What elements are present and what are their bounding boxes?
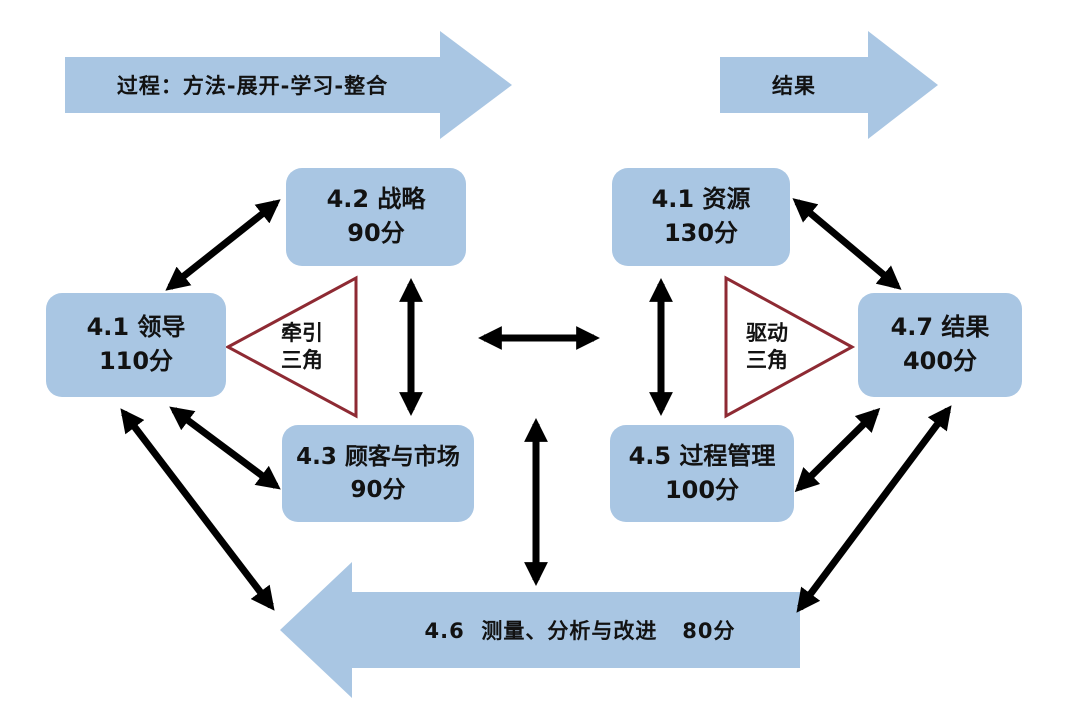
process-banner-label: 过程：方法-展开-学习-整合 <box>116 74 389 98</box>
process-banner-arrow <box>65 31 512 139</box>
process-management-box: 4.5 过程管理 100分 <box>610 425 794 522</box>
results-box-title: 4.7 结果 <box>890 313 990 342</box>
customers-market-box-title: 4.3 顾客与市场 <box>296 444 460 471</box>
driving-triangle-label: 驱动 三角 <box>736 311 798 383</box>
measurement-banner-arrow <box>280 562 800 698</box>
leadership-box: 4.1 领导 110分 <box>46 293 226 397</box>
traction-triangle-label-line1: 牵引 <box>281 320 323 345</box>
arrow-leadership-strategy <box>165 199 281 291</box>
strategy-box: 4.2 战略 90分 <box>286 168 466 266</box>
process-management-box-score: 100分 <box>664 475 740 504</box>
resources-box-score: 130分 <box>663 219 739 247</box>
results-box: 4.7 结果 400分 <box>858 293 1022 397</box>
resources-box-title: 4.1 资源 <box>651 185 751 214</box>
arrow-process-results <box>794 407 881 493</box>
results-box-score: 400分 <box>902 347 978 375</box>
driving-triangle-label-line2: 三角 <box>746 348 788 372</box>
arrow-results-measurement <box>796 405 952 613</box>
strategy-box-title: 4.2 战略 <box>326 185 426 214</box>
arrow-leadership-customers <box>169 406 281 490</box>
driving-triangle <box>724 275 856 419</box>
traction-triangle-label: 牵引 三角 <box>271 311 333 383</box>
traction-triangle-label-line2: 三角 <box>281 348 323 372</box>
process-management-box-title: 4.5 过程管理 <box>628 441 776 470</box>
leadership-box-title: 4.1 领导 <box>86 313 186 342</box>
leadership-box-score: 110分 <box>98 347 174 375</box>
arrow-resources-results <box>792 198 902 290</box>
measurement-banner-label: 4.6 测量、分析与改进 80分 <box>424 619 736 643</box>
strategy-box-score: 90分 <box>347 219 405 247</box>
driving-triangle-label-line1: 驱动 <box>746 320 788 345</box>
result-banner-arrow <box>720 31 938 139</box>
customers-market-box: 4.3 顾客与市场 90分 <box>282 425 474 522</box>
arrow-leadership-measurement <box>120 408 275 611</box>
traction-triangle <box>224 275 358 419</box>
result-banner-label: 结果 <box>772 74 816 98</box>
customers-market-box-score: 90分 <box>350 476 406 503</box>
resources-box: 4.1 资源 130分 <box>612 168 790 266</box>
